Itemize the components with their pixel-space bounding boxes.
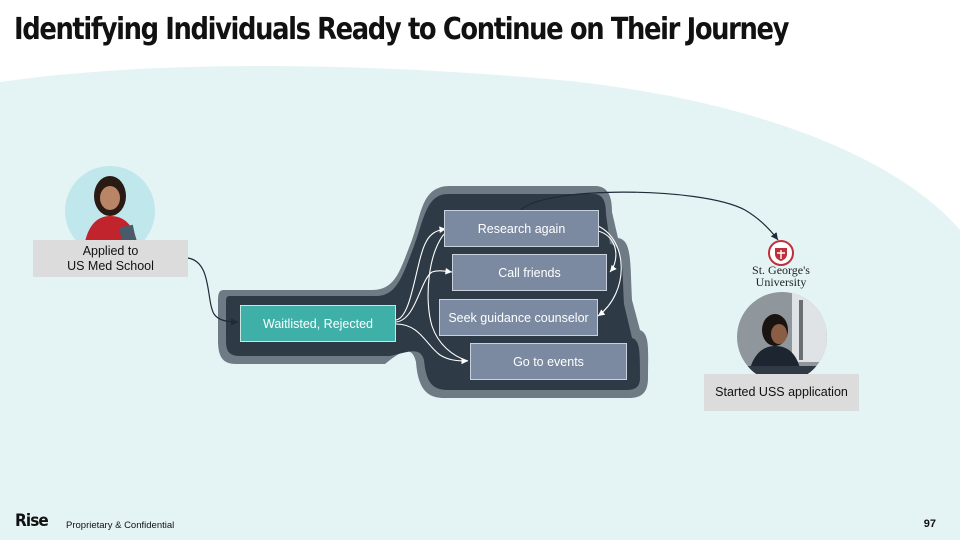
end-label-text: Started USS application: [715, 385, 848, 399]
arrow-loop-left: [427, 231, 469, 362]
status-label: Waitlisted, Rejected: [263, 316, 373, 331]
university-name: St. George's University: [752, 263, 810, 289]
page-number: 97: [923, 518, 936, 530]
arrow-research-to-university: [519, 191, 779, 241]
arrow-status-to-call: [395, 267, 453, 323]
arrow-status-to-events: [395, 323, 469, 365]
applied-label-text: Applied to US Med School: [67, 243, 154, 273]
footer-note: Proprietary & Confidential: [66, 520, 175, 531]
arrow-research-to-counselor: [597, 225, 622, 317]
university-crest-logo: [768, 240, 794, 266]
step-label: Research again: [477, 221, 566, 236]
status-waitlisted-rejected: Waitlisted, Rejected: [240, 305, 396, 342]
step-label: Go to events: [513, 354, 584, 369]
step-label: Seek guidance counselor: [448, 310, 589, 325]
page-title: Identifying Individuals Ready to Continu…: [14, 12, 789, 47]
student-at-window-avatar: [737, 292, 827, 382]
step-label: Call friends: [498, 265, 561, 280]
step-seek-guidance-counselor: Seek guidance counselor: [439, 299, 598, 336]
arrow-applied-to-status: [187, 257, 239, 326]
footer-brand-logo: Rise: [15, 511, 49, 531]
step-research-again: Research again: [444, 210, 599, 247]
arrow-status-to-research: [395, 226, 447, 321]
applied-label: Applied to US Med School: [33, 240, 188, 277]
arrow-research-to-call: [597, 230, 617, 273]
end-label: Started USS application: [704, 374, 859, 411]
step-go-to-events: Go to events: [470, 343, 627, 380]
step-call-friends: Call friends: [452, 254, 607, 291]
